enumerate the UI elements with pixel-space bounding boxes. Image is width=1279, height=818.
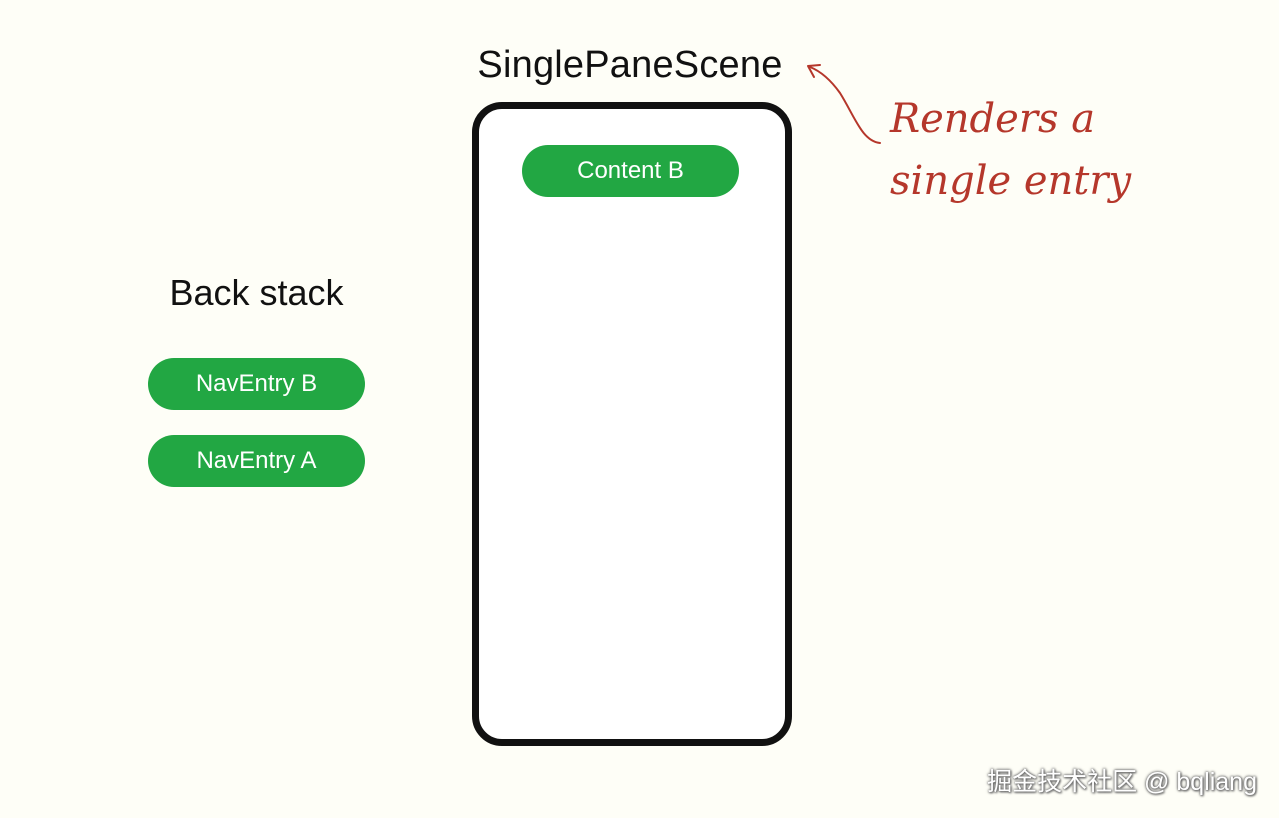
watermark: 掘金技术社区 @ bqliang [987,768,1257,796]
annotation-arrow-icon [807,64,881,144]
scene-title: SinglePaneScene [477,44,783,86]
back-stack-title: Back stack [169,272,344,313]
annotation-text: Renders a single entry [890,96,1132,204]
phone-frame [472,102,792,746]
content-b-pill: Content B [522,145,739,197]
nav-entry-a-pill: NavEntry A [148,435,365,487]
nav-entry-b-pill: NavEntry B [148,358,365,410]
